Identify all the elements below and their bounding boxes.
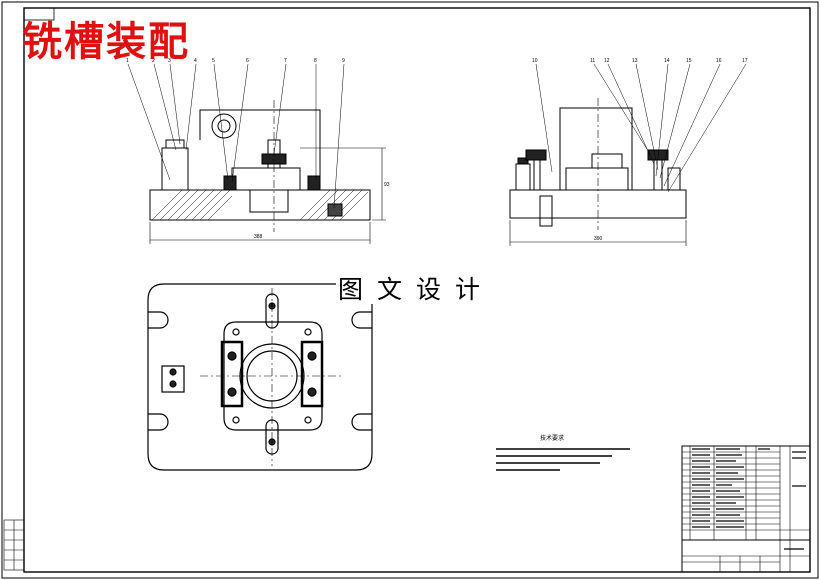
side-balloons: 10 11 12 13 14 15 16 17 390 <box>532 58 748 242</box>
balloon-label: 4 <box>194 58 197 64</box>
balloon-label: 17 <box>742 58 748 64</box>
side-stud <box>533 159 541 191</box>
section-hatching <box>151 189 369 221</box>
parts-list-entries <box>692 448 806 550</box>
tech-notes-title: 技术要求 <box>540 434 564 442</box>
balloon-label: 15 <box>686 58 692 64</box>
balloon-label: 6 <box>246 58 249 64</box>
balloon-label: 12 <box>604 58 610 64</box>
front-left-clamp <box>223 175 237 191</box>
balloon-label: 9 <box>342 58 345 64</box>
u-slot-left-top <box>148 311 169 329</box>
balloon-label: 8 <box>314 58 317 64</box>
title-block-lower <box>682 556 780 572</box>
plan-right-clamp-bar <box>300 340 324 408</box>
balloon-label: 16 <box>716 58 722 64</box>
u-slot-left-bottom <box>148 413 169 431</box>
front-locating-pin <box>249 189 289 213</box>
plan-fixture-body <box>223 321 323 431</box>
side-leader-lines <box>535 63 747 193</box>
front-upright-hole-inner <box>217 119 231 133</box>
dimension-text-height: 93 <box>384 182 390 188</box>
side-pressing-plate <box>591 153 623 169</box>
balloon-label: 1 <box>126 58 129 64</box>
side-left-nut <box>517 157 529 165</box>
plan-left-clamp-bar <box>220 340 244 408</box>
title-block <box>681 445 811 573</box>
side-clamp-nut <box>525 149 547 161</box>
dimension-text-width: 390 <box>594 236 603 242</box>
inner-frame <box>23 7 811 573</box>
front-key <box>327 203 343 217</box>
side-upright <box>559 107 633 190</box>
side-right-support <box>667 167 681 191</box>
revision-stamp <box>3 519 25 571</box>
front-left-nut <box>165 139 185 149</box>
balloon-label: 10 <box>532 58 538 64</box>
plan-side-bracket <box>161 365 185 393</box>
technical-requirements: 技术要求 <box>496 434 630 471</box>
front-balloons: 1 2 3 4 5 6 7 8 9 388 93 <box>126 58 390 240</box>
parts-list-columns <box>689 446 791 572</box>
u-slot-right-bottom <box>351 413 372 431</box>
balloon-label: 11 <box>590 58 595 64</box>
side-view <box>509 63 747 246</box>
balloon-label: 7 <box>284 58 287 64</box>
balloon-label: 2 <box>152 58 155 64</box>
side-right-stud <box>653 159 663 191</box>
drawing-title: 铣槽装配 <box>22 18 190 65</box>
balloon-label: 5 <box>212 58 215 64</box>
balloon-label: 14 <box>664 58 670 64</box>
dimension-text-width: 388 <box>254 234 263 240</box>
u-slot-right-top <box>351 311 372 329</box>
tech-notes-text-lines <box>496 448 630 471</box>
side-t-bolt <box>539 195 553 227</box>
balloon-label: 3 <box>168 58 171 64</box>
balloon-label: 13 <box>632 58 638 64</box>
front-upright-hole <box>211 113 237 139</box>
watermark-text: 图文设计 <box>336 275 497 304</box>
front-leader-lines <box>127 63 345 209</box>
front-view <box>127 63 386 244</box>
corner-code-box <box>23 7 55 21</box>
front-upright <box>199 109 321 190</box>
front-right-clamp <box>307 175 321 191</box>
